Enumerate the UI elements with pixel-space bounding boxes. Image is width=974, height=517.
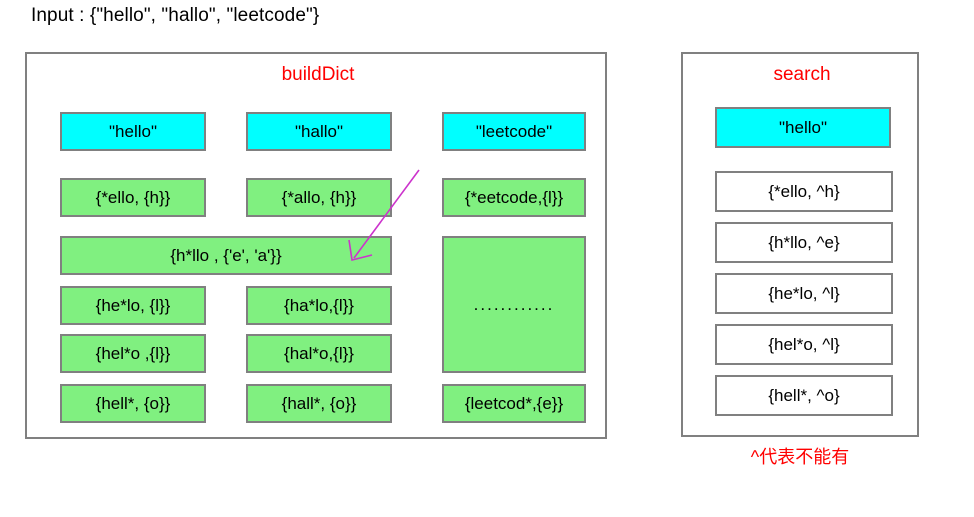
entry-box-hallo-4[interactable]: {hall*, {o}}: [246, 384, 392, 423]
search-entry-box-3[interactable]: {he*lo, ^l}: [715, 273, 893, 314]
entry-box-hello-2[interactable]: {he*lo, {l}}: [60, 286, 206, 325]
ellipsis-text: ............: [473, 295, 555, 314]
entry-box-hallo-3[interactable]: {hal*o,{l}}: [246, 334, 392, 373]
word-box-hallo[interactable]: "hallo": [246, 112, 392, 151]
search-panel: search "hello" {*ello, ^h} {h*llo, ^e} {…: [681, 52, 919, 437]
word-box-leetcode[interactable]: "leetcode": [442, 112, 586, 151]
search-footnote: ^代表不能有: [750, 447, 850, 467]
word-box-hello[interactable]: "hello": [60, 112, 206, 151]
entry-box-hallo-1[interactable]: {*allo, {h}}: [246, 178, 392, 217]
search-query-box[interactable]: "hello": [715, 107, 891, 148]
build-dict-title: buildDict: [281, 64, 355, 85]
search-entry-box-2[interactable]: {h*llo, ^e}: [715, 222, 893, 263]
entry-box-hello-4[interactable]: {hell*, {o}}: [60, 384, 206, 423]
entry-box-leetcode-1[interactable]: {*eetcode,{l}}: [442, 178, 586, 217]
search-title: search: [773, 64, 831, 85]
entry-box-hello-1[interactable]: {*ello, {h}}: [60, 178, 206, 217]
entry-box-leetcode-2[interactable]: {leetcod*,{e}}: [442, 384, 586, 423]
entry-box-leetcode-ellipsis[interactable]: ............: [442, 236, 586, 373]
search-entry-box-4[interactable]: {hel*o, ^l}: [715, 324, 893, 365]
input-caption: Input : {"hello", "hallo", "leetcode"}: [31, 5, 320, 26]
merged-entry-box[interactable]: {h*llo , {'e', 'a'}}: [60, 236, 392, 275]
entry-box-hello-3[interactable]: {hel*o ,{l}}: [60, 334, 206, 373]
search-entry-box-1[interactable]: {*ello, ^h}: [715, 171, 893, 212]
entry-box-hallo-2[interactable]: {ha*lo,{l}}: [246, 286, 392, 325]
search-entry-box-5[interactable]: {hell*, ^o}: [715, 375, 893, 416]
build-dict-panel: buildDict "hello" {*ello, {h}} {he*lo, {…: [25, 52, 607, 439]
